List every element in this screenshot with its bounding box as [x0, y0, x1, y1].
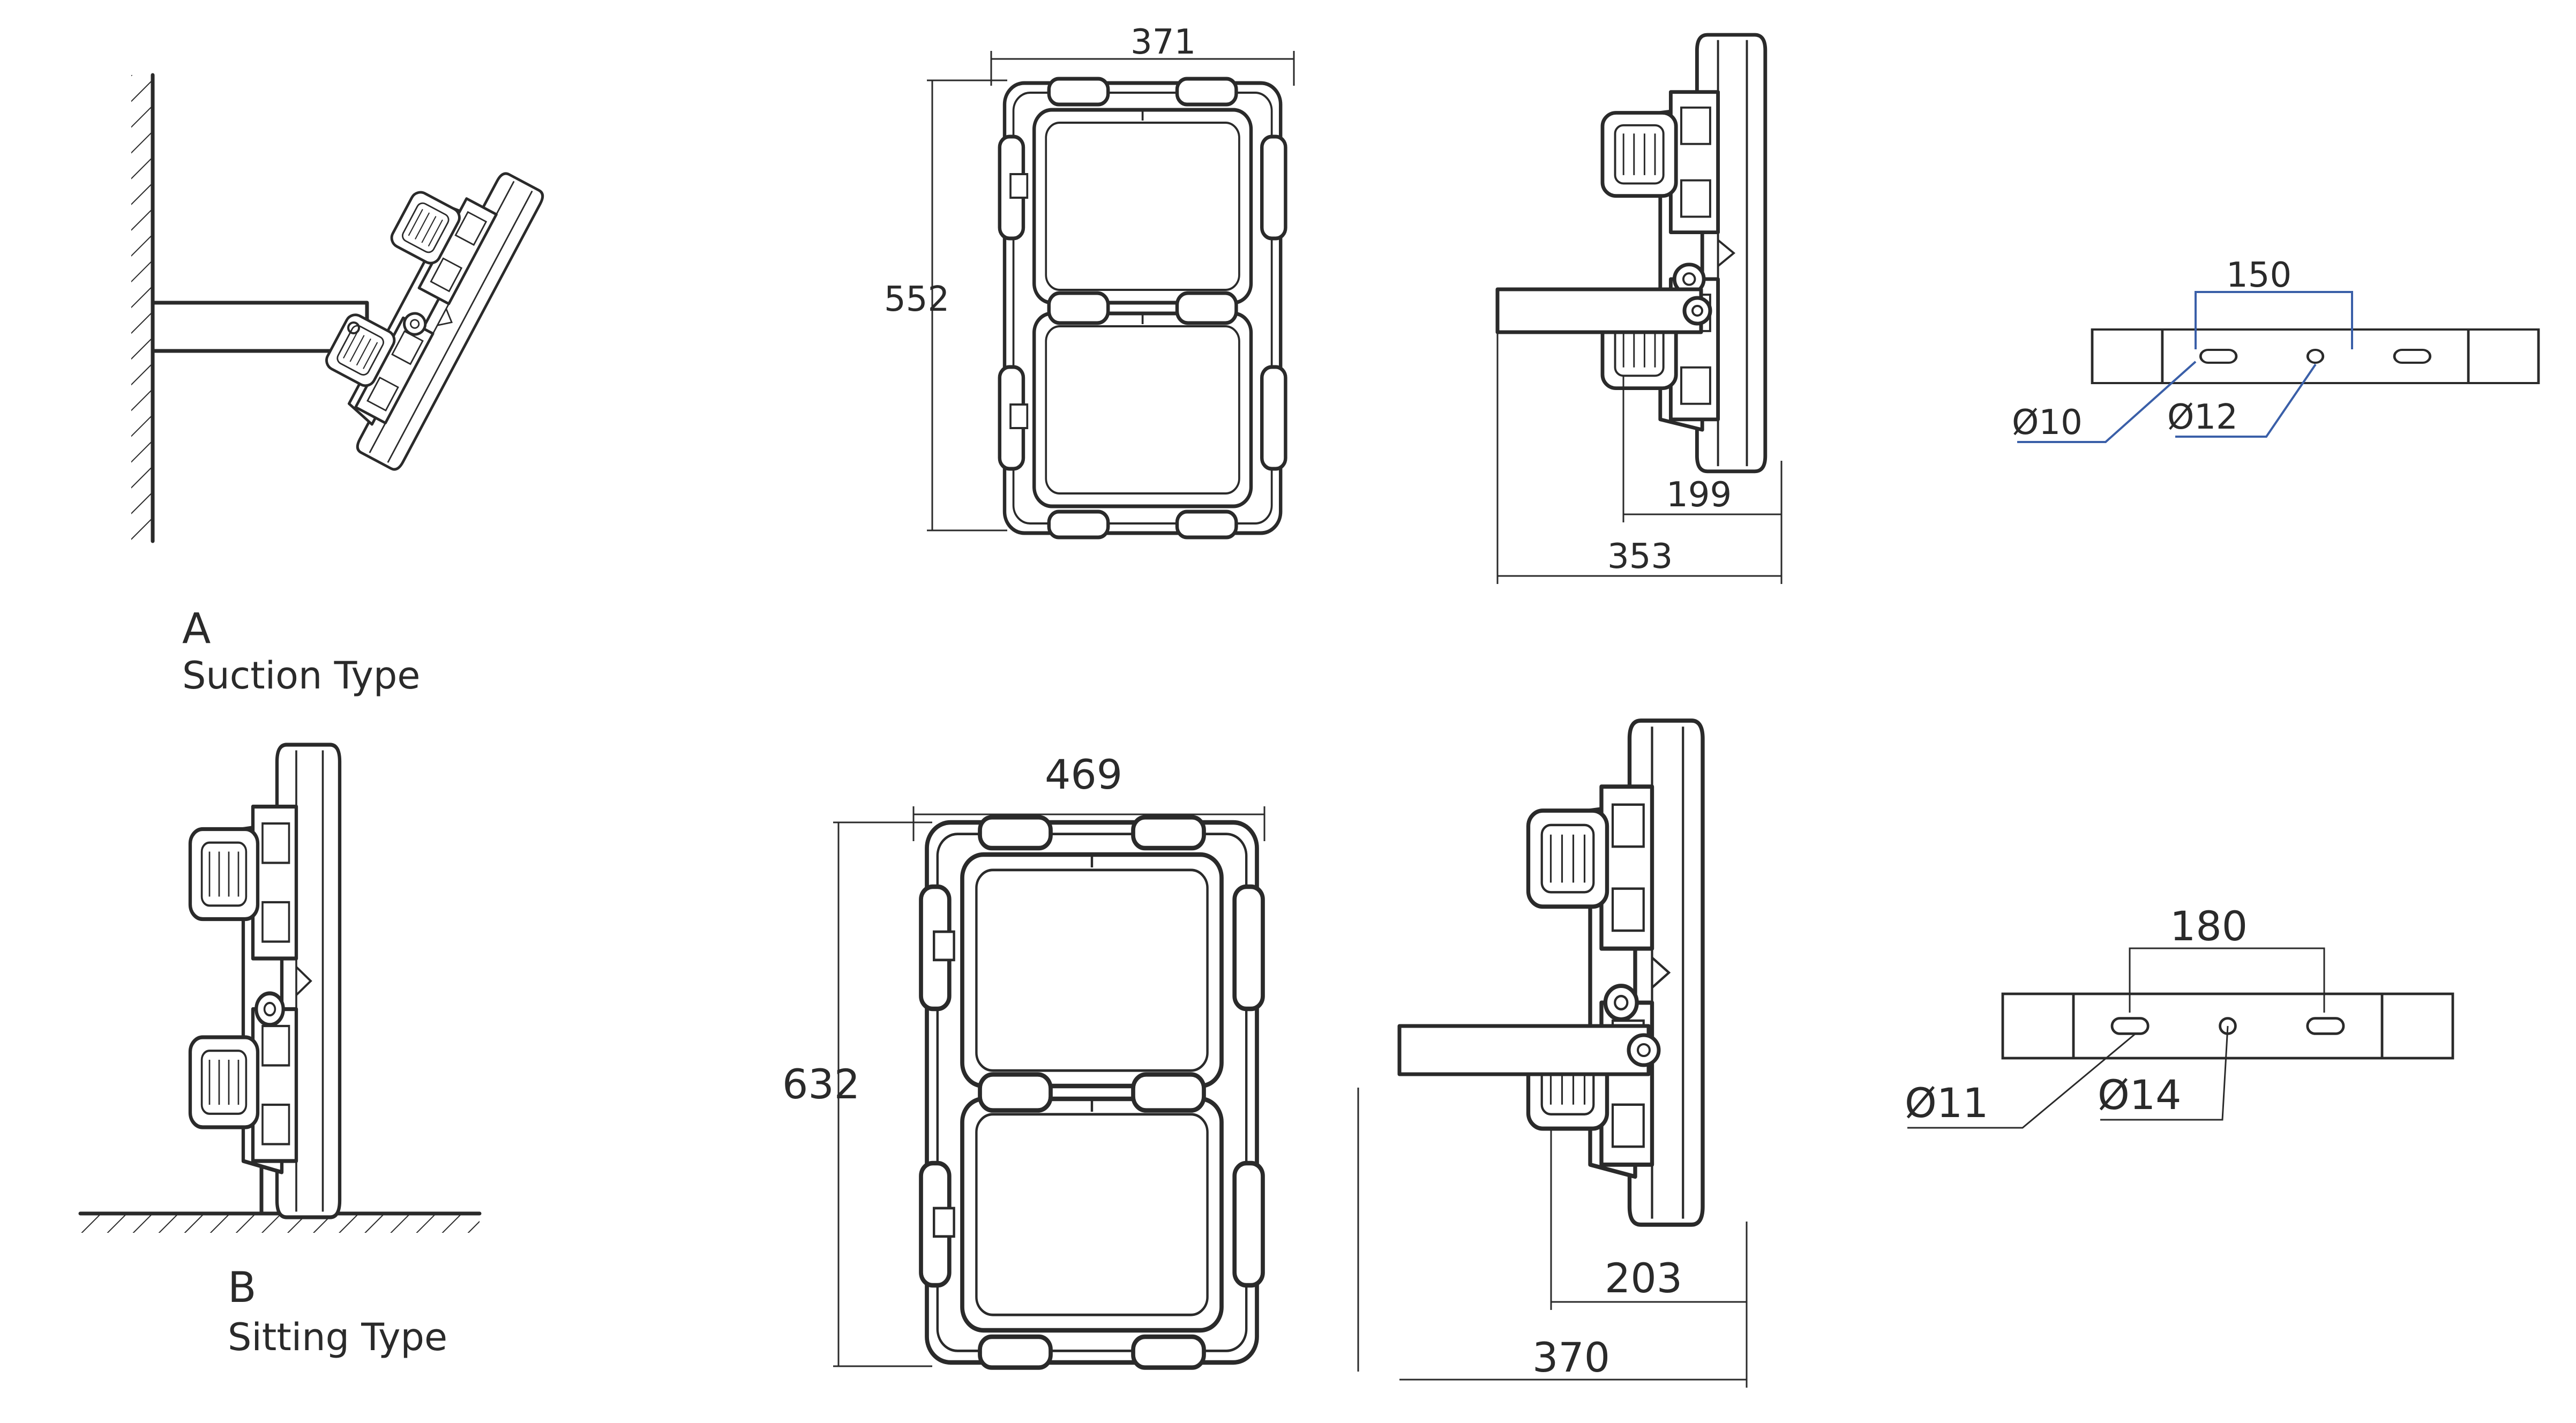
hole-leader	[2175, 363, 2317, 438]
suction-mount-view	[131, 73, 545, 543]
sitting-hole-dia: Ø14	[2098, 1071, 2182, 1119]
sitting-side-depth: 203	[1605, 1254, 1682, 1302]
sitting-bracket-view: 180 Ø11 Ø14	[1905, 902, 2453, 1129]
upright-lamp	[190, 745, 340, 1217]
sitting-side-total: 370	[1532, 1334, 1610, 1381]
sitting-bracket-spacing: 180	[2170, 902, 2248, 950]
suction-front-height: 552	[884, 280, 949, 319]
side-arm-b	[1397, 1024, 1651, 1076]
suction-type-label: Suction Type	[182, 654, 420, 698]
slot-leader-b	[1907, 1033, 2136, 1129]
suction-letter: A	[182, 605, 211, 653]
arm-bolt	[347, 321, 360, 334]
suction-side-total: 353	[1607, 537, 1673, 576]
hole-leader-b	[2100, 1025, 2229, 1121]
side-arm	[1495, 287, 1703, 334]
sitting-letter: B	[228, 1264, 257, 1312]
suction-front-width: 371	[1130, 23, 1196, 62]
suction-front-view: 371 552	[884, 23, 1295, 537]
suction-bracket-spacing: 150	[2226, 256, 2292, 295]
suction-side-view: 199 353	[1495, 35, 1783, 584]
sitting-slot-dia: Ø11	[1905, 1079, 1989, 1127]
suction-slot-dia: Ø10	[2012, 403, 2083, 443]
sitting-type-label: Sitting Type	[228, 1315, 447, 1359]
wall-hatch	[131, 75, 153, 541]
bracket-spacing-line-b	[2129, 947, 2325, 1013]
sitting-front-view: 469 632	[782, 751, 1359, 1372]
sitting-side-view: 203 370	[1397, 721, 1748, 1388]
suction-bracket-view: 150 Ø10 Ø12	[2012, 256, 2538, 443]
bracket-spacing-line	[2195, 291, 2353, 349]
slot-leader	[2017, 361, 2197, 443]
sitting-front-width: 469	[1045, 751, 1122, 798]
suction-hole-dia: Ø12	[2167, 398, 2238, 437]
sitting-front-height: 632	[782, 1060, 860, 1108]
suction-side-depth: 199	[1666, 475, 1732, 515]
sitting-mount-view	[78, 745, 482, 1233]
